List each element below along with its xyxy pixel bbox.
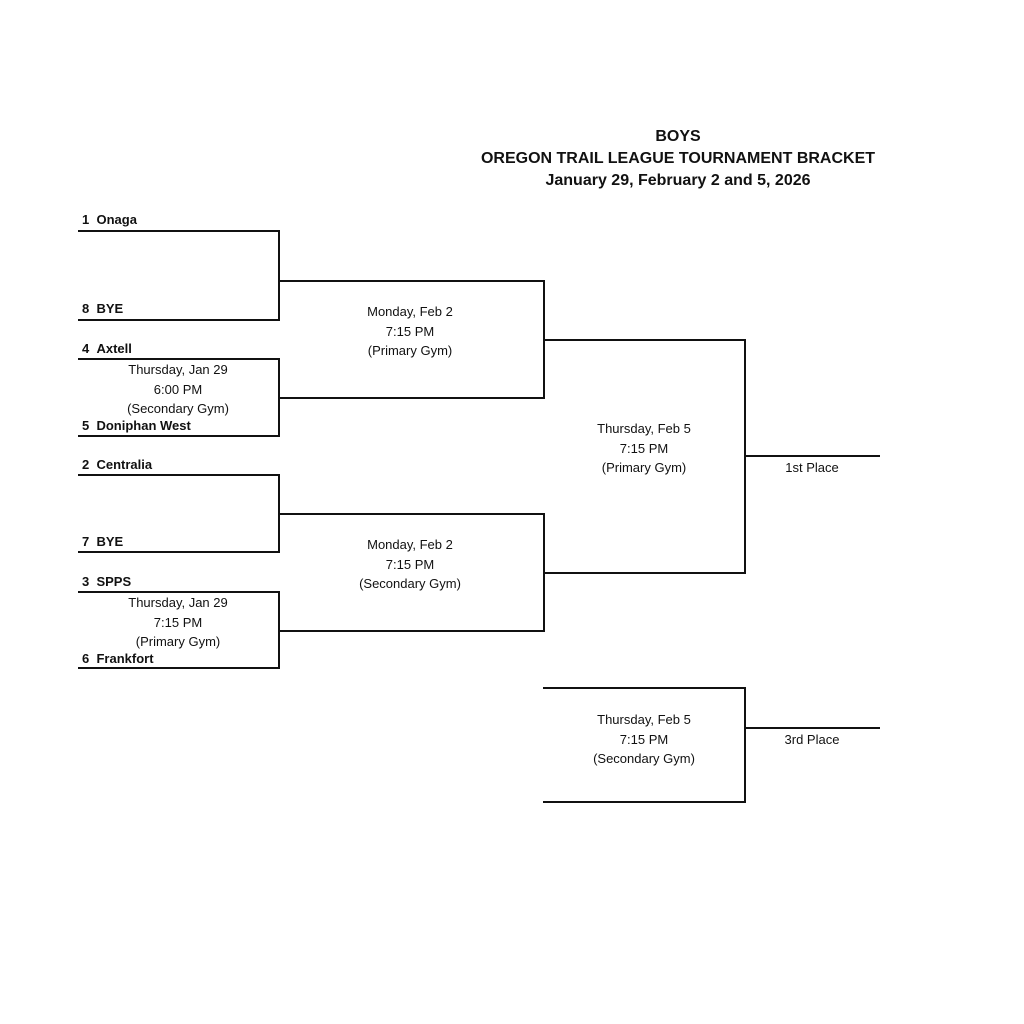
bracket-line-semi1-bottom [280, 397, 545, 399]
team-entry-doniphan-west: 5 Doniphan West [82, 418, 191, 434]
team-seed: 1 [82, 212, 90, 227]
game-venue: (Primary Gym) [601, 460, 687, 475]
bracket-line-team-2 [78, 474, 280, 476]
game-day: Thursday, Jan 29 [128, 595, 228, 610]
bracket-line-semi2-top [280, 513, 545, 515]
team-name: Onaga [96, 212, 137, 227]
game-venue: (Secondary Gym) [593, 751, 695, 766]
game-info-championship: Thursday, Feb 5 7:15 PM (Primary Gym) [564, 419, 724, 478]
game-time: 6:00 PM [153, 381, 203, 397]
game-time: 7:15 PM [153, 614, 203, 630]
bracket-connector-1-8 [278, 230, 280, 321]
game-info-semifinal-1: Monday, Feb 2 7:15 PM (Primary Gym) [330, 302, 490, 361]
team-name: BYE [96, 301, 124, 316]
team-entry-axtell: 4 Axtell [82, 341, 132, 357]
bracket-line-final-top [545, 339, 746, 341]
game-venue: (Primary Gym) [367, 343, 453, 358]
bracket-line-team-8 [78, 319, 280, 321]
bracket-title-dates: January 29, February 2 and 5, 2026 [545, 172, 811, 189]
game-info-semifinal-2: Monday, Feb 2 7:15 PM (Secondary Gym) [330, 535, 490, 594]
third-place-label: 3rd Place [784, 732, 840, 747]
bracket-title-boys: BOYS [655, 128, 701, 145]
bracket-connector-semi1 [543, 280, 545, 399]
game-time: 7:15 PM [385, 556, 435, 572]
team-name: Axtell [96, 341, 132, 356]
team-seed: 6 [82, 651, 90, 666]
team-seed: 2 [82, 457, 90, 472]
game-venue: (Secondary Gym) [359, 576, 461, 591]
bracket-line-team-4 [78, 358, 280, 360]
bracket-connector-2-7 [278, 474, 280, 553]
game-day: Thursday, Feb 5 [597, 712, 691, 727]
game-info-r1-spps-frankfort: Thursday, Jan 29 7:15 PM (Primary Gym) [98, 593, 258, 652]
bracket-connector-third [744, 687, 746, 803]
team-seed: 7 [82, 534, 90, 549]
game-time: 7:15 PM [385, 323, 435, 339]
bracket-line-semi1-top [280, 280, 545, 282]
game-day: Thursday, Feb 5 [597, 421, 691, 436]
bracket-line-third-top [543, 687, 746, 689]
team-name: Doniphan West [96, 418, 191, 433]
bracket-line-third-bottom [543, 801, 746, 803]
bracket-line-team-6 [78, 667, 280, 669]
game-time: 7:15 PM [619, 731, 669, 747]
game-time: 7:15 PM [619, 440, 669, 456]
team-seed: 5 [82, 418, 90, 433]
team-seed: 8 [82, 301, 90, 316]
first-place-label: 1st Place [785, 460, 839, 475]
bracket-line-semi2-bottom [280, 630, 545, 632]
game-venue: (Secondary Gym) [127, 401, 229, 416]
bracket-line-team-7 [78, 551, 280, 553]
team-name: Frankfort [96, 651, 154, 666]
team-seed: 4 [82, 341, 90, 356]
bracket-connector-final [744, 339, 746, 574]
bracket-connector-semi2 [543, 513, 545, 632]
team-entry-bye-8: 8 BYE [82, 301, 123, 317]
team-name: SPPS [96, 574, 132, 589]
bracket-line-team-3 [78, 591, 280, 593]
game-venue: (Primary Gym) [135, 634, 221, 649]
team-entry-onaga: 1 Onaga [82, 212, 137, 228]
bracket-title-league: OREGON TRAIL LEAGUE TOURNAMENT BRACKET [480, 150, 876, 167]
bracket-connector-3-6 [278, 591, 280, 669]
game-info-third-place: Thursday, Feb 5 7:15 PM (Secondary Gym) [564, 710, 724, 769]
bracket-line-team-1 [78, 230, 280, 232]
game-info-r1-axtell-doniphan: Thursday, Jan 29 6:00 PM (Secondary Gym) [98, 360, 258, 419]
team-entry-frankfort: 6 Frankfort [82, 651, 154, 667]
team-seed: 3 [82, 574, 90, 589]
bracket-line-third-place [746, 727, 880, 729]
game-day: Thursday, Jan 29 [128, 362, 228, 377]
game-day: Monday, Feb 2 [367, 537, 453, 552]
bracket-connector-4-5 [278, 358, 280, 437]
game-day: Monday, Feb 2 [367, 304, 453, 319]
team-name: BYE [96, 534, 124, 549]
team-entry-centralia: 2 Centralia [82, 457, 152, 473]
team-entry-spps: 3 SPPS [82, 574, 131, 590]
team-name: Centralia [96, 457, 153, 472]
bracket-line-final-bottom [545, 572, 746, 574]
bracket-line-team-5 [78, 435, 280, 437]
bracket-line-first-place [746, 455, 880, 457]
team-entry-bye-7: 7 BYE [82, 534, 123, 550]
